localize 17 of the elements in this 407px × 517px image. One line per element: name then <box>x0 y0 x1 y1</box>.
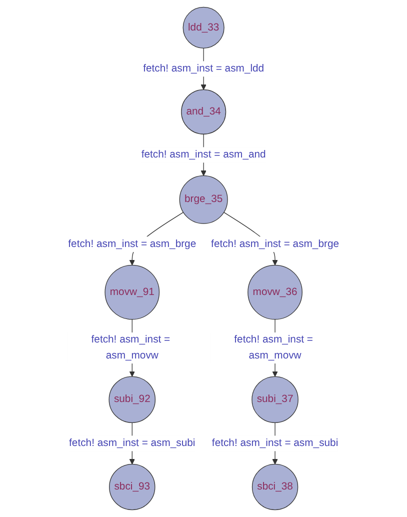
node-circle: brge_35 <box>179 175 228 224</box>
node-circle: subi_92 <box>108 376 156 423</box>
edge-label: fetch! asm_inst = asm_movw <box>91 334 170 361</box>
node-circle: movw_91 <box>104 264 160 320</box>
edge-label: fetch! asm_inst = asm_and <box>141 149 266 160</box>
edge-label: fetch! asm_inst = asm_movw <box>234 334 313 361</box>
edge-label: fetch! asm_inst = asm_brge <box>210 238 339 250</box>
edge-label: fetch! asm_inst = asm_subi <box>212 438 338 449</box>
node-circle: subi_37 <box>252 376 298 423</box>
edge-label: fetch! asm_inst = asm_subi <box>68 438 196 449</box>
edge-label: fetch! asm_inst = asm_ldd <box>142 63 264 74</box>
node-circle: movw_36 <box>248 264 302 320</box>
node-circle: sbci_93 <box>108 464 156 510</box>
node-circle: sbci_38 <box>252 464 298 510</box>
node-circle: and_34 <box>180 89 226 134</box>
node-circle: ldd_33 <box>182 6 224 48</box>
edge-label: fetch! asm_inst = asm_brge <box>68 238 196 250</box>
